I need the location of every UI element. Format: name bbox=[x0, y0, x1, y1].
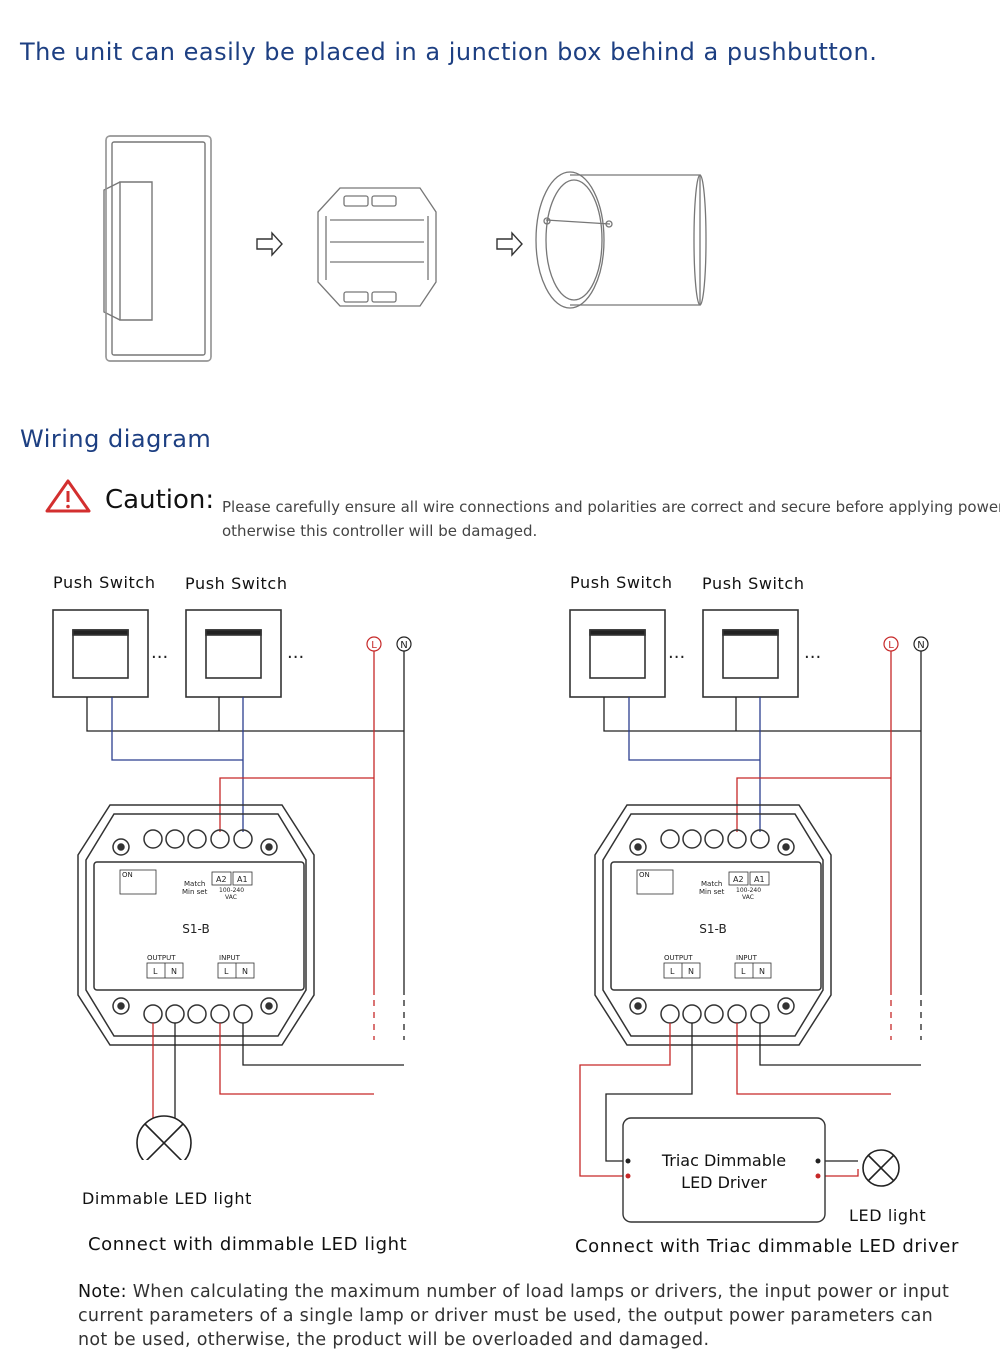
a2-label: A2 bbox=[733, 875, 744, 884]
terminal-l-label: L bbox=[670, 967, 675, 976]
switch-wires bbox=[86, 697, 404, 832]
minset-label: Min set bbox=[699, 888, 725, 896]
ellipsis-text: ... bbox=[151, 642, 168, 663]
switch-wires bbox=[603, 697, 921, 832]
installation-illustration bbox=[103, 135, 707, 362]
neutral-label: N bbox=[917, 640, 924, 651]
triac-driver-box bbox=[622, 1117, 826, 1223]
module-illustration bbox=[317, 187, 437, 307]
controller-s1b bbox=[594, 804, 832, 1046]
junction-box-illustration bbox=[535, 171, 707, 309]
note-label: Note: bbox=[78, 1282, 127, 1302]
caution-text-line-2: otherwise this controller will be damage… bbox=[222, 522, 538, 540]
terminal-n-label: N bbox=[688, 967, 694, 976]
push-switch-2 bbox=[702, 609, 799, 698]
push-switch-label: Push Switch bbox=[702, 574, 805, 593]
push-switch-label: Push Switch bbox=[185, 574, 288, 593]
push-switch-1 bbox=[569, 609, 666, 698]
push-switch-1 bbox=[52, 609, 149, 698]
ellipsis-text: ... bbox=[287, 642, 304, 663]
terminal-l-label: L bbox=[224, 967, 229, 976]
neutral-label: N bbox=[400, 640, 407, 651]
terminal-l-label: L bbox=[741, 967, 746, 976]
caution-text-line-1: Please carefully ensure all wire connect… bbox=[222, 498, 1000, 516]
led-light-icon bbox=[862, 1149, 900, 1187]
terminal-n-label: N bbox=[759, 967, 765, 976]
terminal-n-label: N bbox=[171, 967, 177, 976]
on-label: ON bbox=[639, 871, 650, 879]
caution-text: Please carefully ensure all wire connect… bbox=[222, 495, 1000, 543]
ellipsis-text: ... bbox=[668, 642, 685, 663]
right-wiring-diagram: ... ... L N ON Match Mi bbox=[569, 609, 929, 1223]
caution-label: Caution: bbox=[105, 485, 215, 515]
led-light-icon bbox=[136, 1115, 192, 1160]
left-wiring-diagram: ... ... L N bbox=[52, 609, 412, 1160]
a2-label: A2 bbox=[216, 875, 227, 884]
match-label: Match bbox=[701, 880, 722, 888]
push-switch-2 bbox=[185, 609, 282, 698]
input-label: INPUT bbox=[736, 954, 758, 962]
ellipsis-text: ... bbox=[804, 642, 821, 663]
page-title: The unit can easily be placed in a junct… bbox=[20, 38, 878, 66]
input-label: INPUT bbox=[219, 954, 241, 962]
on-label: ON bbox=[122, 871, 133, 879]
match-label: Match bbox=[184, 880, 205, 888]
a1-label: A1 bbox=[237, 875, 248, 884]
live-label: L bbox=[888, 640, 894, 651]
right-caption: Connect with Triac dimmable LED driver bbox=[575, 1236, 959, 1257]
terminal-l-label: L bbox=[153, 967, 158, 976]
model-label: S1-B bbox=[182, 922, 209, 936]
note-text: When calculating the maximum number of l… bbox=[78, 1282, 950, 1350]
vac-unit-label: VAC bbox=[225, 894, 237, 901]
arrow-icon bbox=[496, 231, 523, 257]
light-label: Dimmable LED light bbox=[82, 1189, 252, 1208]
light-label: LED light bbox=[849, 1206, 927, 1225]
wiring-diagram-title: Wiring diagram bbox=[20, 425, 212, 453]
model-label: S1-B bbox=[699, 922, 726, 936]
output-label: OUTPUT bbox=[147, 954, 176, 962]
vac-label: 100-240 bbox=[219, 887, 244, 894]
caution-icon bbox=[45, 479, 91, 513]
minset-label: Min set bbox=[182, 888, 208, 896]
driver-label-line2: LED Driver bbox=[681, 1173, 767, 1192]
note-block: Note: When calculating the maximum numbe… bbox=[78, 1280, 958, 1352]
live-label: L bbox=[371, 640, 377, 651]
driver-label-line1: Triac Dimmable bbox=[661, 1151, 786, 1170]
push-switch-label: Push Switch bbox=[53, 573, 156, 592]
left-caption: Connect with dimmable LED light bbox=[88, 1234, 408, 1255]
vac-unit-label: VAC bbox=[742, 894, 754, 901]
vac-label: 100-240 bbox=[736, 887, 761, 894]
push-switch-label: Push Switch bbox=[570, 573, 673, 592]
a1-label: A1 bbox=[754, 875, 765, 884]
controller-s1b bbox=[77, 804, 315, 1046]
output-label: OUTPUT bbox=[664, 954, 693, 962]
arrow-icon bbox=[256, 231, 283, 257]
wall-switch-illustration bbox=[103, 135, 212, 362]
terminal-n-label: N bbox=[242, 967, 248, 976]
